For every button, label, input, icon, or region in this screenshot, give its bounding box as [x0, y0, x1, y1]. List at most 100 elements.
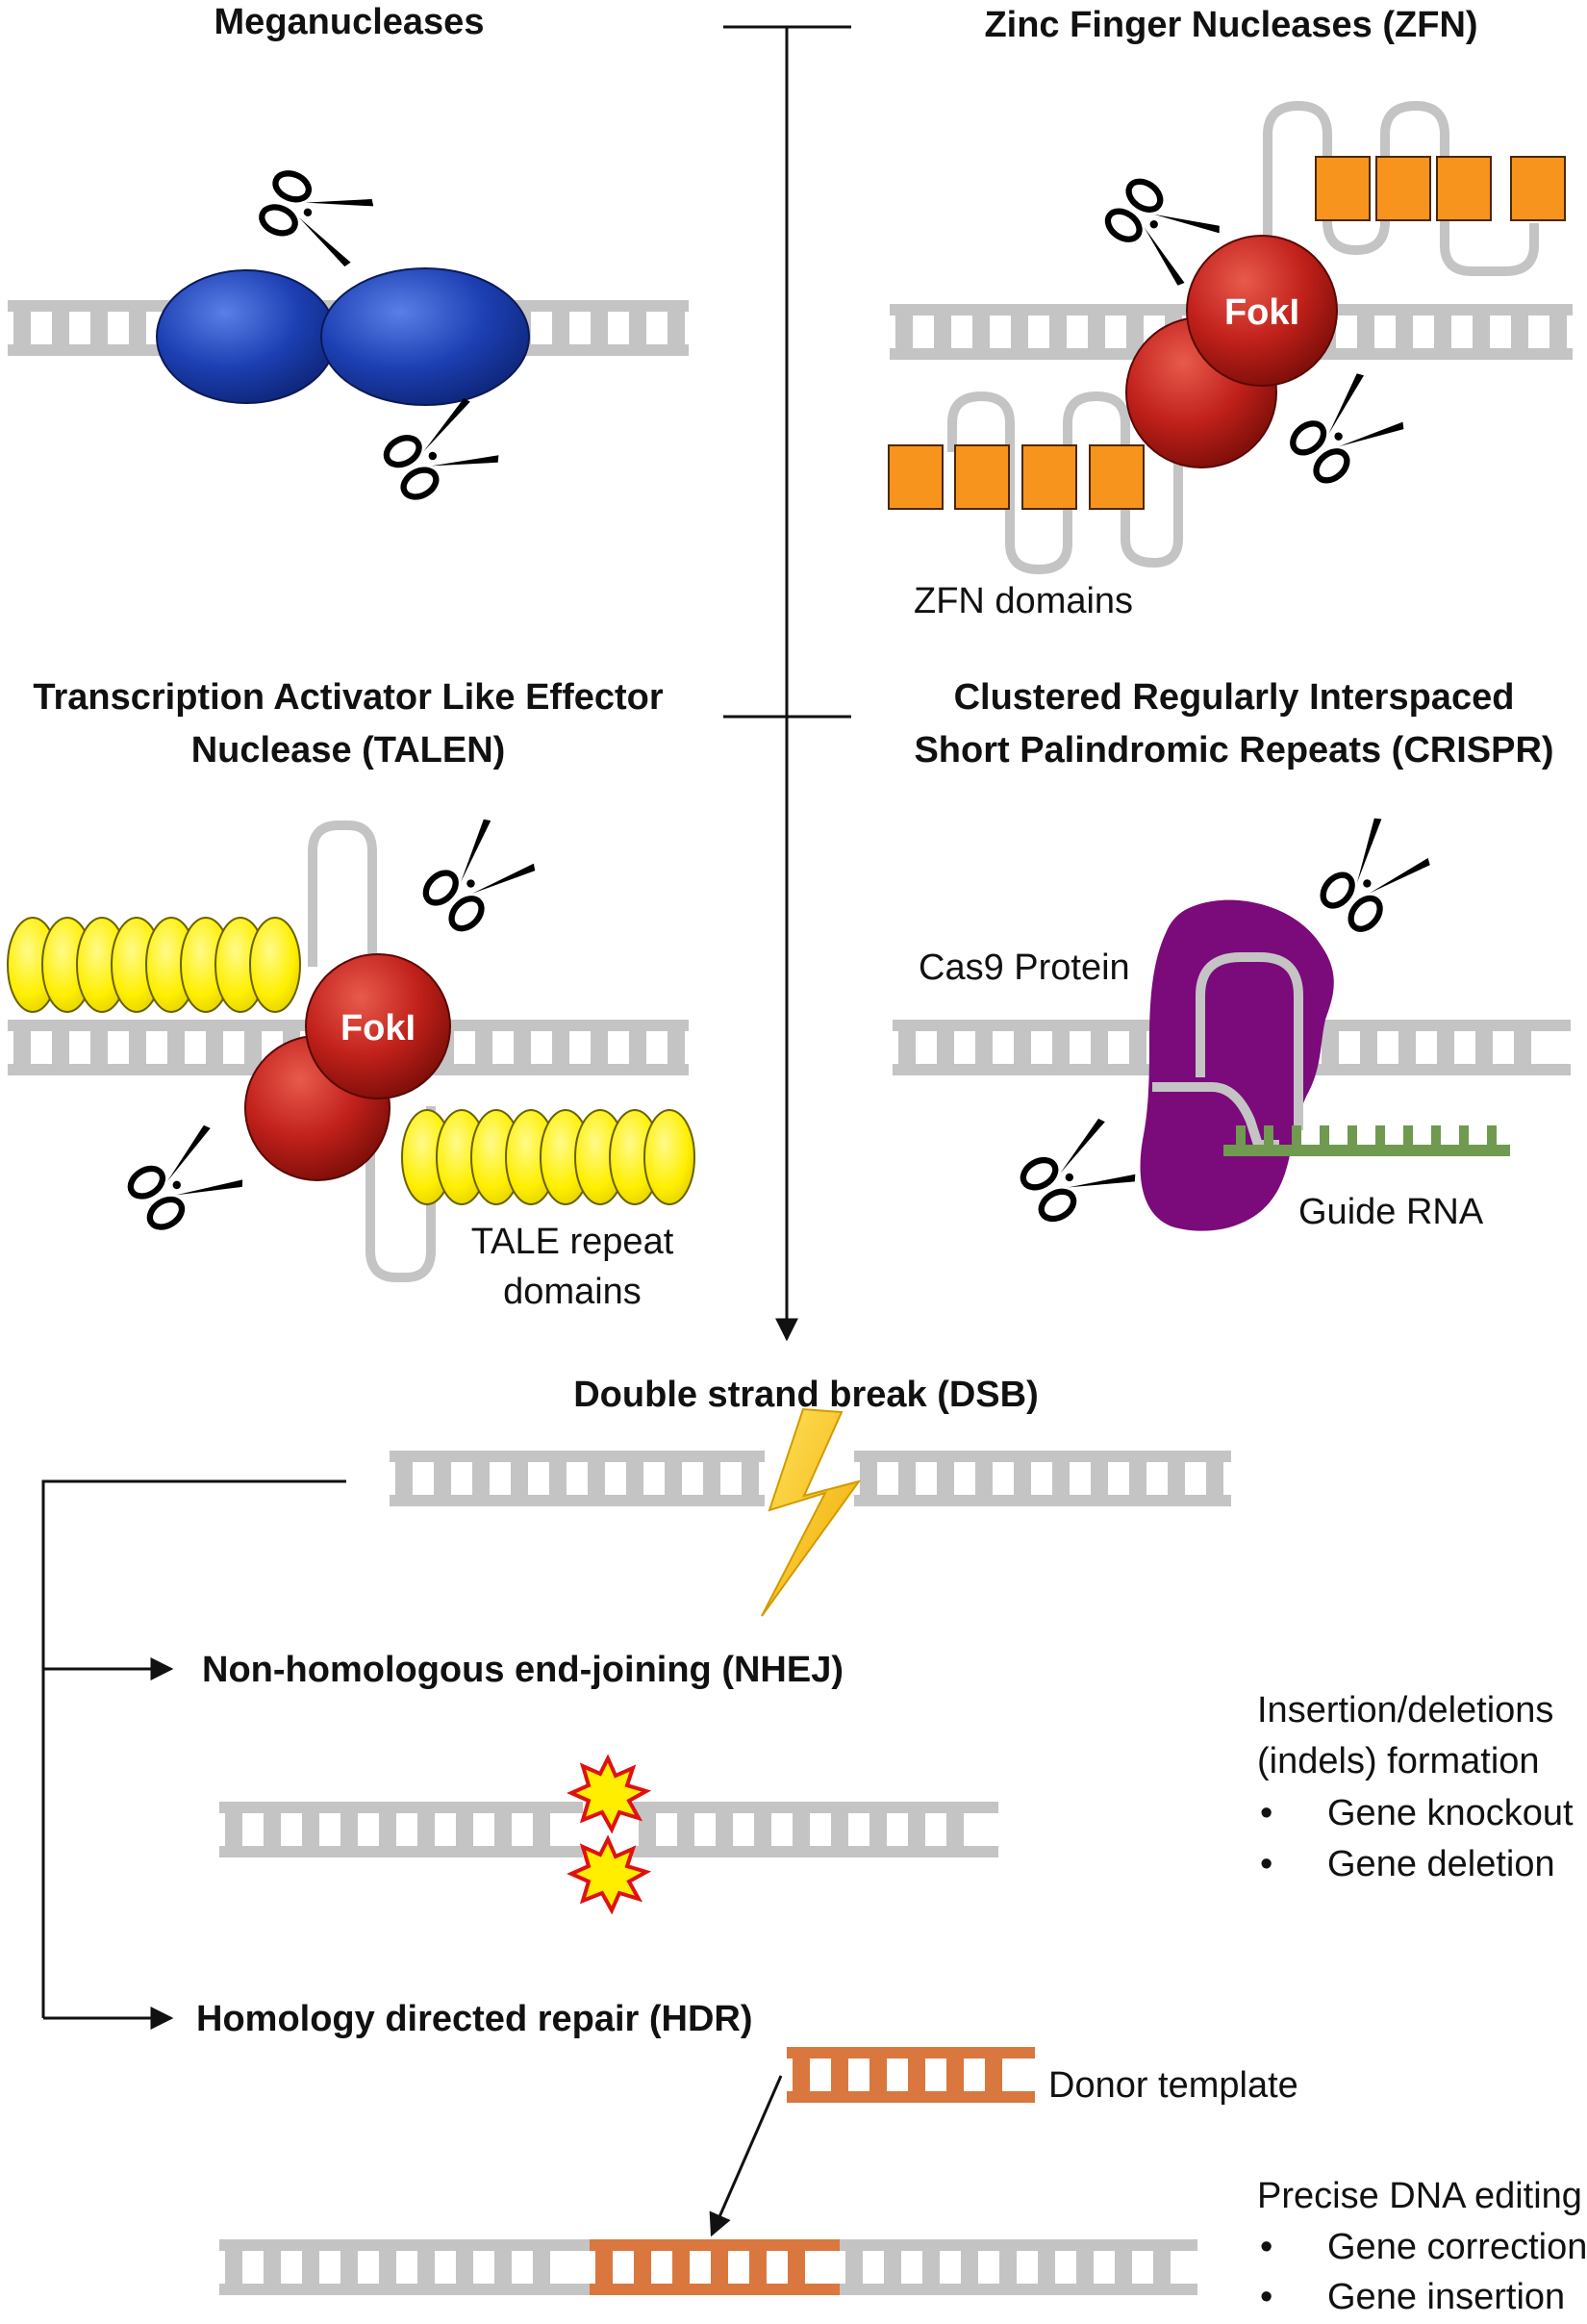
guide-rna-stem [1223, 1145, 1510, 1156]
dna-strand-bottom [590, 2284, 840, 2295]
crispr-title-line1: Clustered Regularly Interspaced [954, 677, 1515, 718]
dna-base-pair [1398, 1031, 1416, 1064]
dna-base-pair [52, 1031, 69, 1064]
talen-title-line1: Transcription Activator Like Effector [33, 677, 664, 718]
crispr-title-line2: Short Palindromic Repeats (CRISPR) [914, 730, 1553, 770]
talen-panel: FokI TALE repeat domains [7, 817, 695, 1312]
tale-array-top [7, 917, 301, 1013]
zinc-finger [1375, 156, 1431, 221]
dna-base-pair [946, 2059, 964, 2091]
scissors-icon [1283, 371, 1406, 492]
dna-base-pair [1129, 1031, 1146, 1064]
connectors [41, 25, 851, 2237]
dna-base-pair [972, 316, 990, 348]
dna-base-pair [552, 1031, 569, 1064]
dna-base-pair [703, 1462, 720, 1495]
dna-base-pair [884, 2251, 901, 2284]
dna-base-pair [434, 1462, 451, 1495]
dna-base-pair [869, 2059, 887, 2091]
dna-strand-top [787, 2047, 1035, 2059]
dna-base-pair [1437, 1031, 1454, 1064]
dna-base-pair [629, 312, 646, 344]
dna-base-pair [1129, 1462, 1146, 1495]
bullet-marker: • [1260, 2277, 1272, 2317]
guide-rna-base [1292, 1125, 1301, 1147]
donor-arrow [709, 2075, 783, 2237]
dna-base-pair [129, 1031, 146, 1064]
dna-base-pair [1511, 316, 1528, 348]
dna-ladder-hdr-right [840, 2239, 1197, 2295]
guide-rna-base [1375, 1125, 1385, 1147]
dna-base-pair [1052, 1031, 1070, 1064]
scissors-icon [256, 164, 376, 268]
dna-base-pair [639, 1813, 656, 1846]
dna-base-pair [225, 1813, 242, 1846]
dna-base-pair [1357, 316, 1374, 348]
scissors-icon [122, 1124, 245, 1238]
cas9-label: Cas9 Protein [919, 947, 1130, 988]
dna-strand-top [633, 1802, 998, 1813]
dna-strand-bottom [219, 2284, 590, 2295]
dna-base-pair [665, 1462, 682, 1495]
dna-base-pair [898, 1462, 916, 1495]
dna-base-pair [668, 1031, 685, 1064]
dna-base-pair [379, 2251, 396, 2284]
dna-base-pair [264, 1813, 281, 1846]
dna-base-pair [908, 1813, 925, 1846]
nhej-bullet-gene-knockout: Gene knockout [1327, 1793, 1574, 1833]
dna-base-pair [1168, 1462, 1185, 1495]
dna-base-pair [225, 2251, 242, 2284]
tale-array-bottom [401, 1109, 695, 1205]
hdr-title: Homology directed repair (HDR) [196, 1999, 753, 2039]
dna-base-pair [1475, 1031, 1493, 1064]
dna-base-pair [1115, 2251, 1132, 2284]
dna-base-pair [742, 1462, 759, 1495]
meganuclease-panel [8, 164, 689, 508]
tale-label-line1: TALE repeat [471, 1222, 674, 1262]
dna-base-pair [395, 1462, 413, 1495]
dna-strand-top [219, 1802, 583, 1813]
dna-base-pair [456, 2251, 473, 2284]
nhej-outcome-line2: (indels) formation [1257, 1741, 1540, 1781]
dna-base-pair [975, 1462, 993, 1495]
nhej-outcome-line1: Insertion/deletions [1257, 1690, 1553, 1730]
dna-base-pair [869, 1813, 887, 1846]
dna-base-pair [1038, 2251, 1055, 2284]
dna-base-pair [937, 1031, 954, 1064]
guide-rna-base [1403, 1125, 1413, 1147]
guide-rna-base [1320, 1125, 1329, 1147]
starburst-icon [567, 1834, 652, 1915]
dna-base-pair [1076, 2251, 1094, 2284]
dna-base-pair [595, 2251, 613, 2284]
dsb-section [390, 1407, 1231, 1617]
dna-base-pair [456, 1813, 473, 1846]
nhej-title: Non-homologous end-joining (NHEJ) [202, 1650, 844, 1690]
zfn-title: Zinc Finger Nucleases (ZFN) [984, 5, 1477, 45]
dna-base-pair [634, 2251, 651, 2284]
dna-base-pair [754, 1813, 771, 1846]
tale-repeat [249, 917, 301, 1013]
dna-base-pair [1011, 316, 1028, 348]
dna-base-pair [13, 312, 31, 344]
dna-base-pair [494, 1813, 512, 1846]
nhej-bullet-gene-deletion: Gene deletion [1327, 1844, 1555, 1884]
bullet-marker: • [1260, 2227, 1272, 2267]
dna-ladder-dsb-right [854, 1451, 1231, 1506]
dna-ladder-hdr-left [219, 2239, 590, 2295]
dna-base-pair [52, 312, 69, 344]
guide-rna-base [1431, 1125, 1441, 1147]
dna-strand-bottom [633, 1846, 998, 1857]
zinc-finger [1021, 444, 1077, 510]
dna-base-pair [1396, 316, 1413, 348]
dna-ladder-dsb-left [390, 1451, 765, 1506]
talen-linker-top [308, 821, 377, 972]
dna-base-pair [494, 2251, 512, 2284]
dna-base-pair [937, 1462, 954, 1495]
dna-base-pair [961, 2251, 978, 2284]
guide-rna-base [1264, 1125, 1273, 1147]
dna-ladder-donor-template [787, 2047, 1035, 2103]
scissors-icon [1313, 815, 1433, 938]
dna-base-pair [591, 312, 608, 344]
dsb-branch-line [41, 1479, 346, 2018]
dna-base-pair [417, 2251, 435, 2284]
